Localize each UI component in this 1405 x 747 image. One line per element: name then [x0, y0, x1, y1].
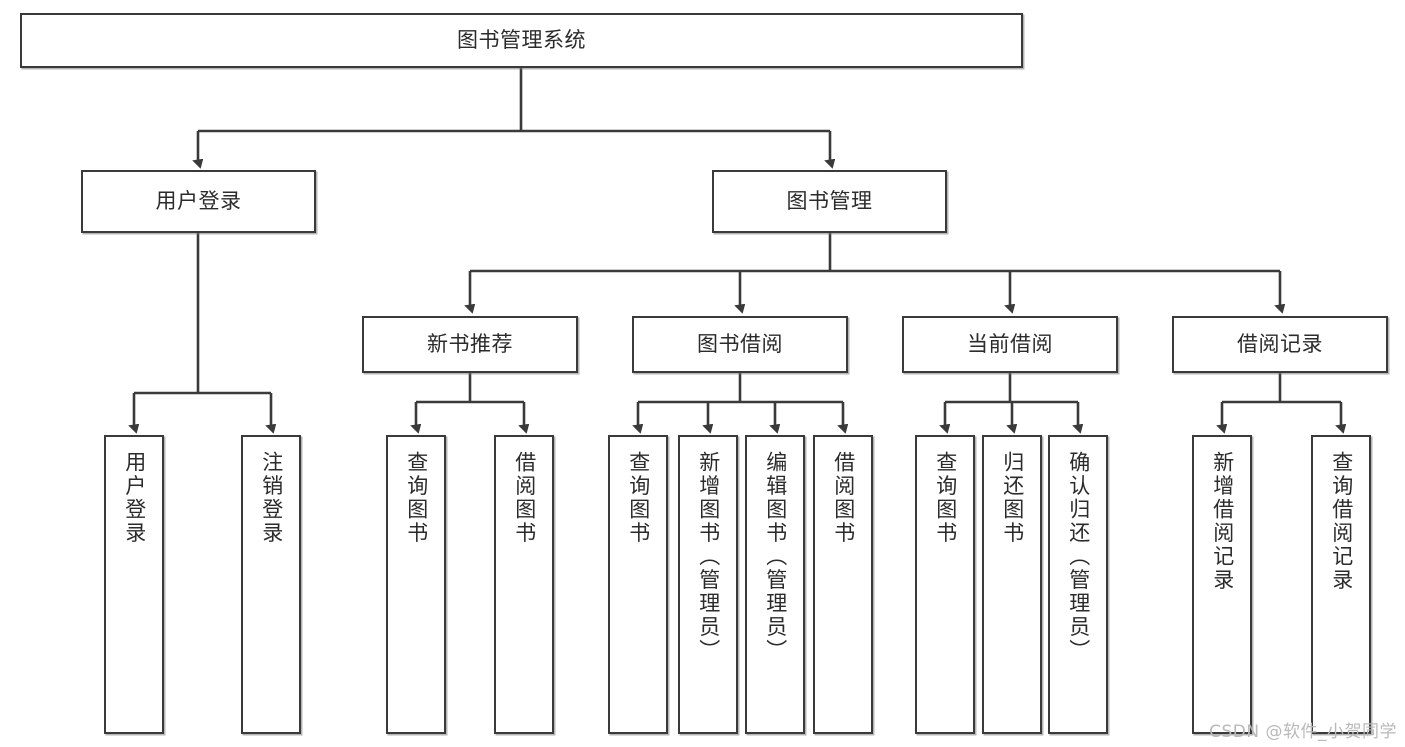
node-leaf-add-book-admin[interactable]: 新增图书（管理员）: [678, 435, 738, 734]
node-leaf-user-login[interactable]: 用户登录: [104, 435, 164, 734]
node-user-login-label: 用户登录: [155, 189, 242, 214]
node-leaf-add-borrow-record-label: 新增借阅记录: [1210, 451, 1235, 592]
node-leaf-borrow-book-recommend[interactable]: 借阅图书: [494, 435, 554, 734]
node-leaf-return-book[interactable]: 归还图书: [982, 435, 1042, 734]
node-leaf-query-book-current[interactable]: 查询图书: [915, 435, 975, 734]
node-book-management[interactable]: 图书管理: [712, 170, 947, 233]
node-book-management-label: 图书管理: [786, 189, 873, 214]
node-leaf-user-login-label: 用户登录: [122, 451, 147, 545]
node-leaf-confirm-return-admin[interactable]: 确认归还（管理员）: [1048, 435, 1108, 734]
node-leaf-borrow-book[interactable]: 借阅图书: [813, 435, 873, 734]
node-new-book-recommendation-label: 新书推荐: [427, 332, 513, 357]
node-leaf-add-borrow-record[interactable]: 新增借阅记录: [1192, 435, 1252, 734]
node-leaf-logout-label: 注销登录: [259, 451, 284, 545]
node-leaf-query-book-borrow[interactable]: 查询图书: [608, 435, 668, 734]
node-leaf-query-book-recommend[interactable]: 查询图书: [386, 435, 446, 734]
node-root-label: 图书管理系统: [457, 28, 586, 53]
node-new-book-recommendation[interactable]: 新书推荐: [362, 316, 578, 373]
node-leaf-query-borrow-record[interactable]: 查询借阅记录: [1311, 435, 1371, 734]
node-leaf-query-book-borrow-label: 查询图书: [626, 451, 651, 545]
node-root-book-management-system[interactable]: 图书管理系统: [20, 13, 1023, 68]
node-leaf-logout[interactable]: 注销登录: [241, 435, 301, 734]
node-leaf-borrow-book-recommend-label: 借阅图书: [512, 451, 537, 545]
node-current-borrowing-label: 当前借阅: [967, 332, 1053, 357]
node-book-borrowing-label: 图书借阅: [697, 332, 783, 357]
node-book-borrowing[interactable]: 图书借阅: [632, 316, 848, 373]
node-leaf-edit-book-admin-label: 编辑图书（管理员）: [763, 451, 788, 663]
node-leaf-return-book-label: 归还图书: [1000, 451, 1025, 545]
node-leaf-query-book-current-label: 查询图书: [933, 451, 958, 545]
csdn-watermark: CSDN @软件_小贺同学: [1209, 722, 1397, 742]
node-borrowing-records[interactable]: 借阅记录: [1172, 316, 1388, 373]
node-leaf-borrow-book-label: 借阅图书: [831, 451, 856, 545]
node-leaf-edit-book-admin[interactable]: 编辑图书（管理员）: [745, 435, 805, 734]
node-leaf-add-book-admin-label: 新增图书（管理员）: [696, 451, 721, 663]
node-current-borrowing[interactable]: 当前借阅: [902, 316, 1118, 373]
node-borrowing-records-label: 借阅记录: [1237, 332, 1323, 357]
node-leaf-query-borrow-record-label: 查询借阅记录: [1329, 451, 1354, 592]
node-user-login[interactable]: 用户登录: [81, 170, 316, 233]
node-leaf-confirm-return-admin-label: 确认归还（管理员）: [1066, 451, 1091, 663]
node-leaf-query-book-recommend-label: 查询图书: [404, 451, 429, 545]
